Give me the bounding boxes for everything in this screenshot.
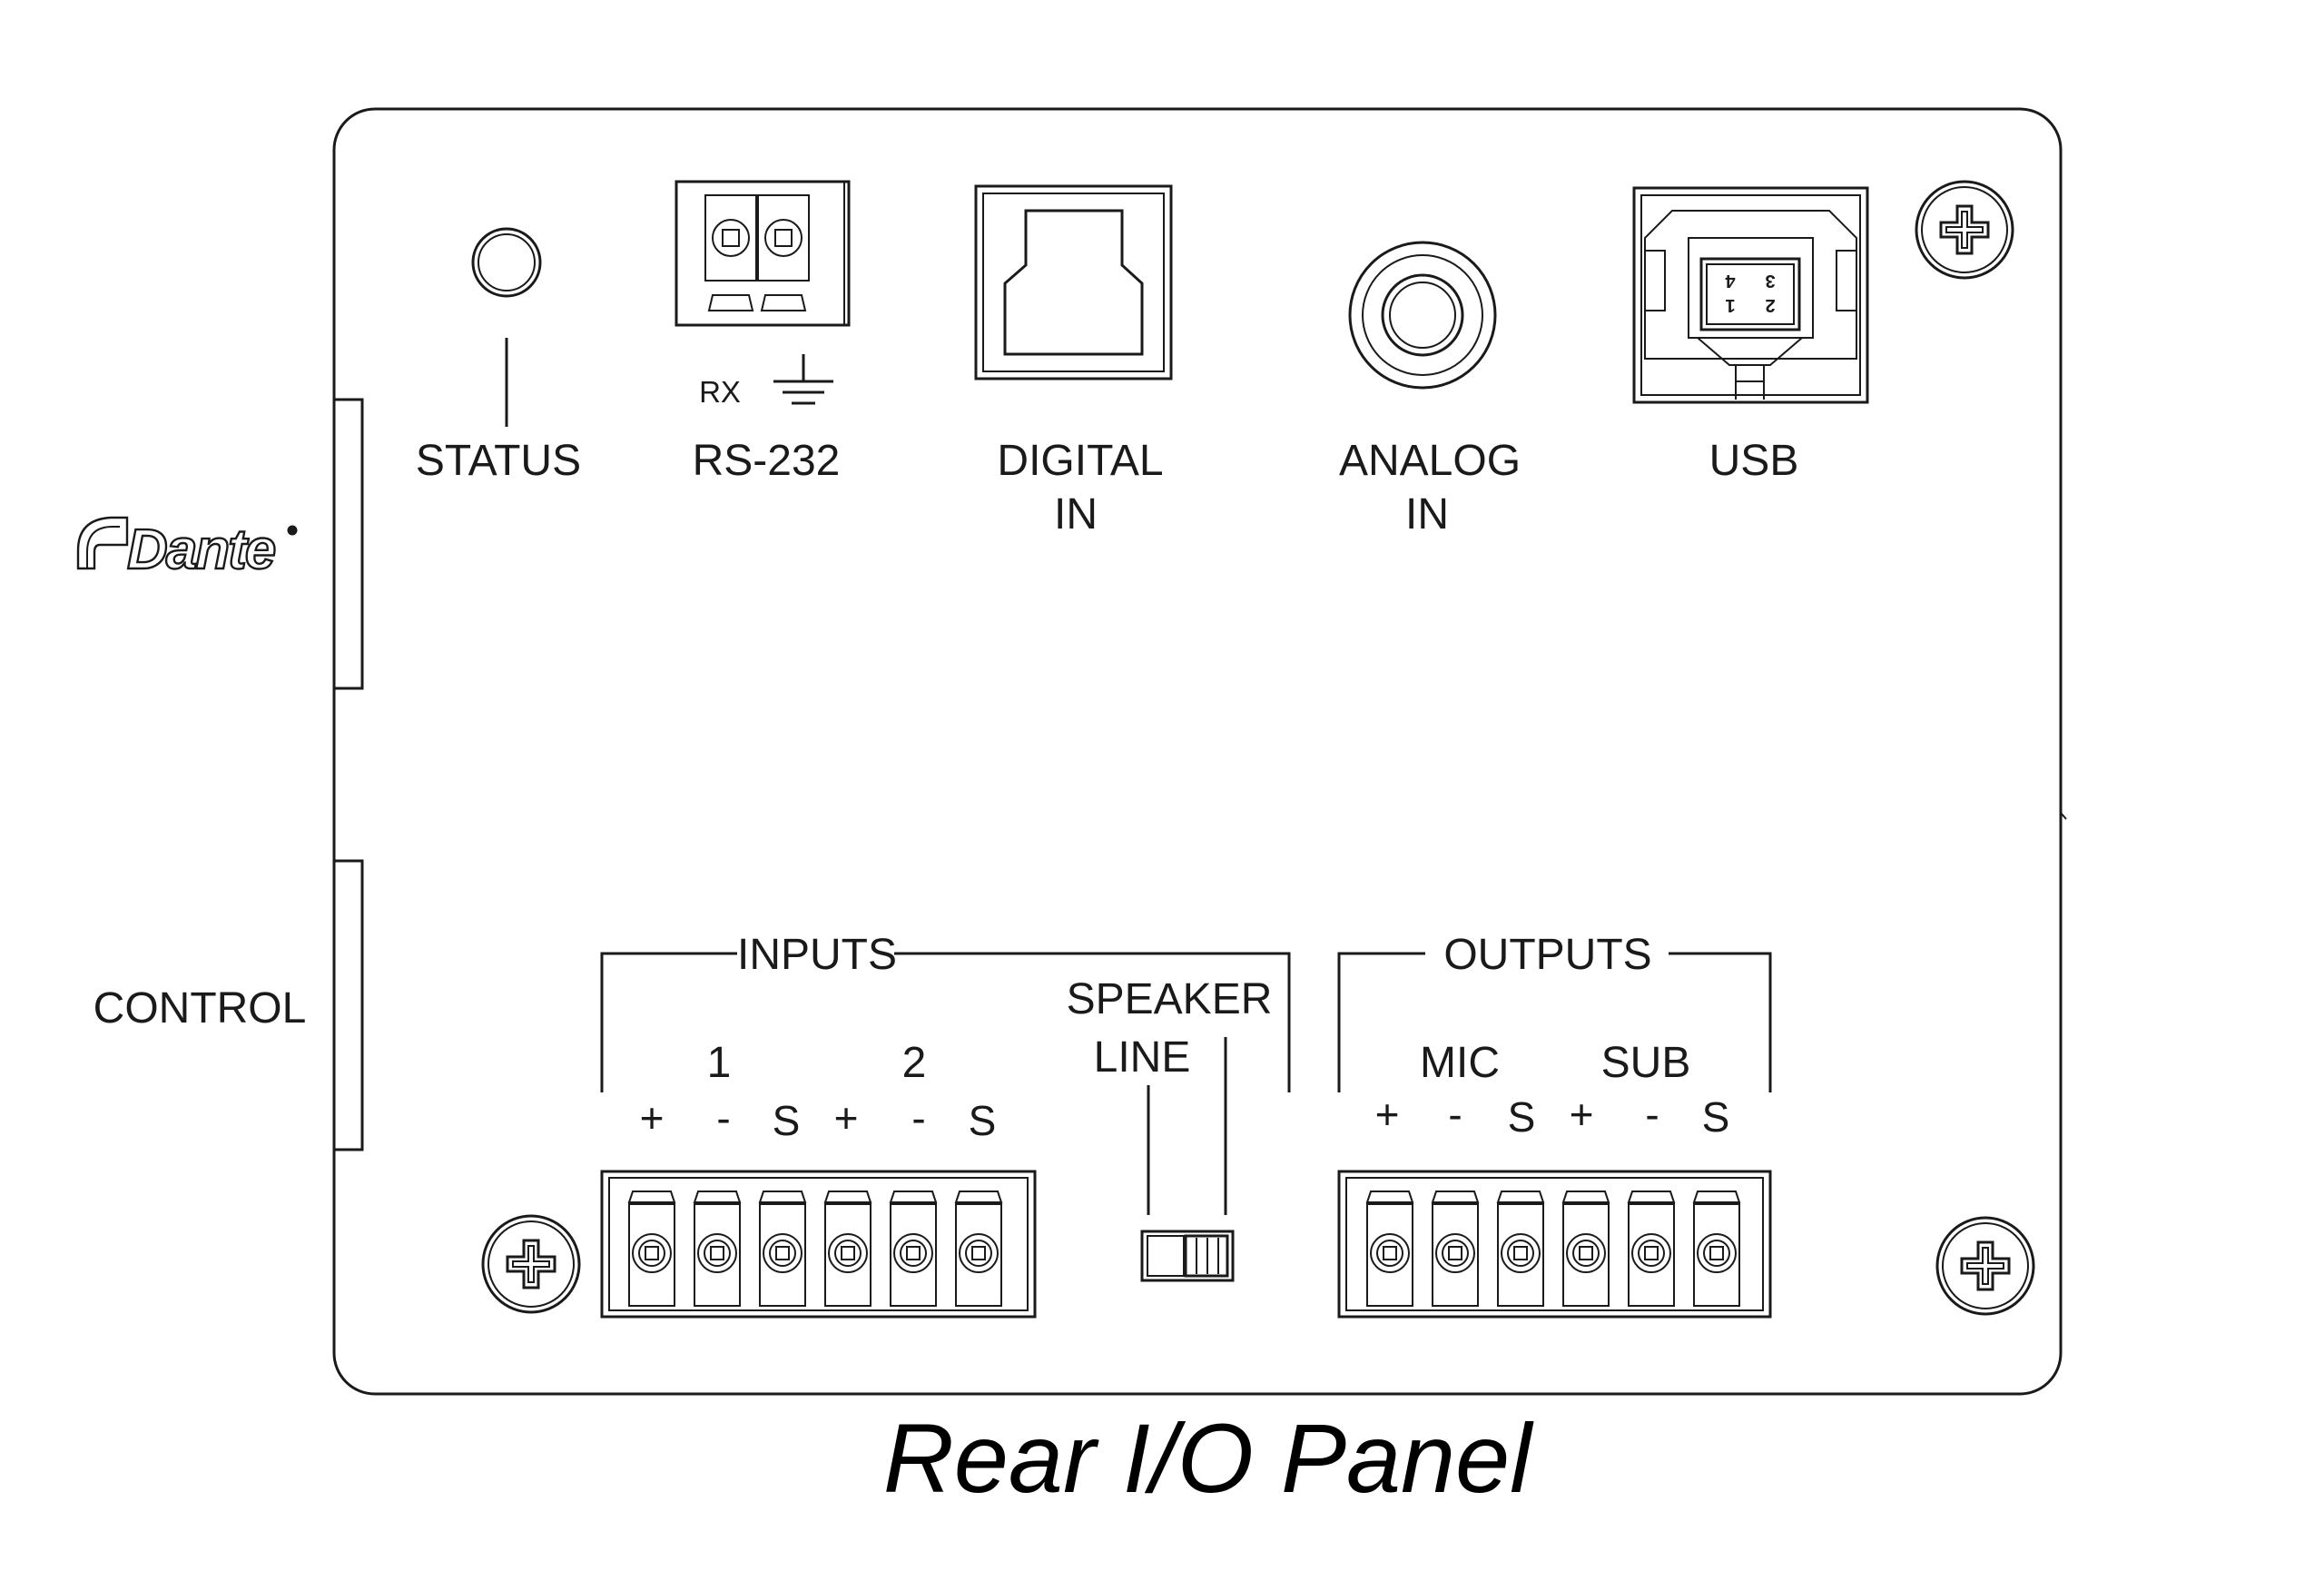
inputs-bracket [600,952,1291,1092]
usb-label: USB [1709,437,1799,485]
dante-port [332,398,364,690]
input-pin-label: - [911,1094,925,1141]
control-label: CONTROL [94,984,307,1033]
status-label: STATUS [416,437,581,485]
analog-in-label-2: IN [1405,490,1449,538]
usb-pin-2: 2 [1765,295,1775,315]
input-channel-2: 2 [902,1039,927,1087]
dante-label: Dante [127,519,275,581]
inputs-label: INPUTS [737,931,897,979]
slide-switch-icon[interactable] [1140,1230,1235,1282]
screw-icon [481,1214,581,1314]
output-pin-label: - [1448,1091,1462,1138]
terminal-block-icon [1337,1170,1772,1319]
output-pin-label: + [1375,1091,1400,1138]
speaker-label: SPEAKER [1067,975,1273,1023]
input-pin-label: + [640,1094,665,1141]
usb-pin-4: 4 [1725,271,1736,291]
outputs-label: OUTPUTS [1443,931,1651,979]
line-label: LINE [1094,1033,1191,1082]
rx-label: RX [699,375,741,409]
input-pin-label: S [773,1097,801,1144]
dante-logo: Dante [76,516,298,582]
input-pin-label: S [969,1097,997,1144]
output-pin-label: S [1702,1093,1730,1141]
outputs-bracket [1337,952,1772,1092]
led-icon [471,227,542,298]
output-pin-label: S [1508,1093,1536,1141]
input-pin-label: + [834,1094,859,1141]
status-led [471,227,542,427]
usb-pin-1: 1 [1725,295,1735,315]
analog-in-label: ANALOG [1339,437,1521,485]
panel-outline [332,107,2063,1396]
screw-icon [1915,180,2014,280]
rca-jack-icon [1348,241,1497,390]
output-pin-label: - [1645,1091,1659,1138]
digital-in-label-2: IN [1054,490,1098,538]
digital-in-label: DIGITAL [997,437,1163,485]
control-port [332,859,364,1151]
output-channel-sub: SUB [1601,1039,1691,1087]
screw-icon [1935,1216,2035,1316]
input-pin-label: - [716,1094,730,1141]
page-title: Rear I/O Panel [883,1403,1534,1513]
rs232-label: RS-232 [693,437,841,485]
terminal-block-icon [600,1170,1037,1319]
output-pin-label: + [1570,1091,1594,1138]
rs232-terminal [675,180,851,327]
optical-port-icon [974,184,1173,380]
usb-b-port-icon: 2 1 3 4 [1632,186,1869,404]
ground-icon [773,354,833,405]
usb-pin-3: 3 [1765,271,1775,291]
input-channel-1: 1 [707,1039,732,1087]
output-channel-mic: MIC [1420,1039,1500,1087]
